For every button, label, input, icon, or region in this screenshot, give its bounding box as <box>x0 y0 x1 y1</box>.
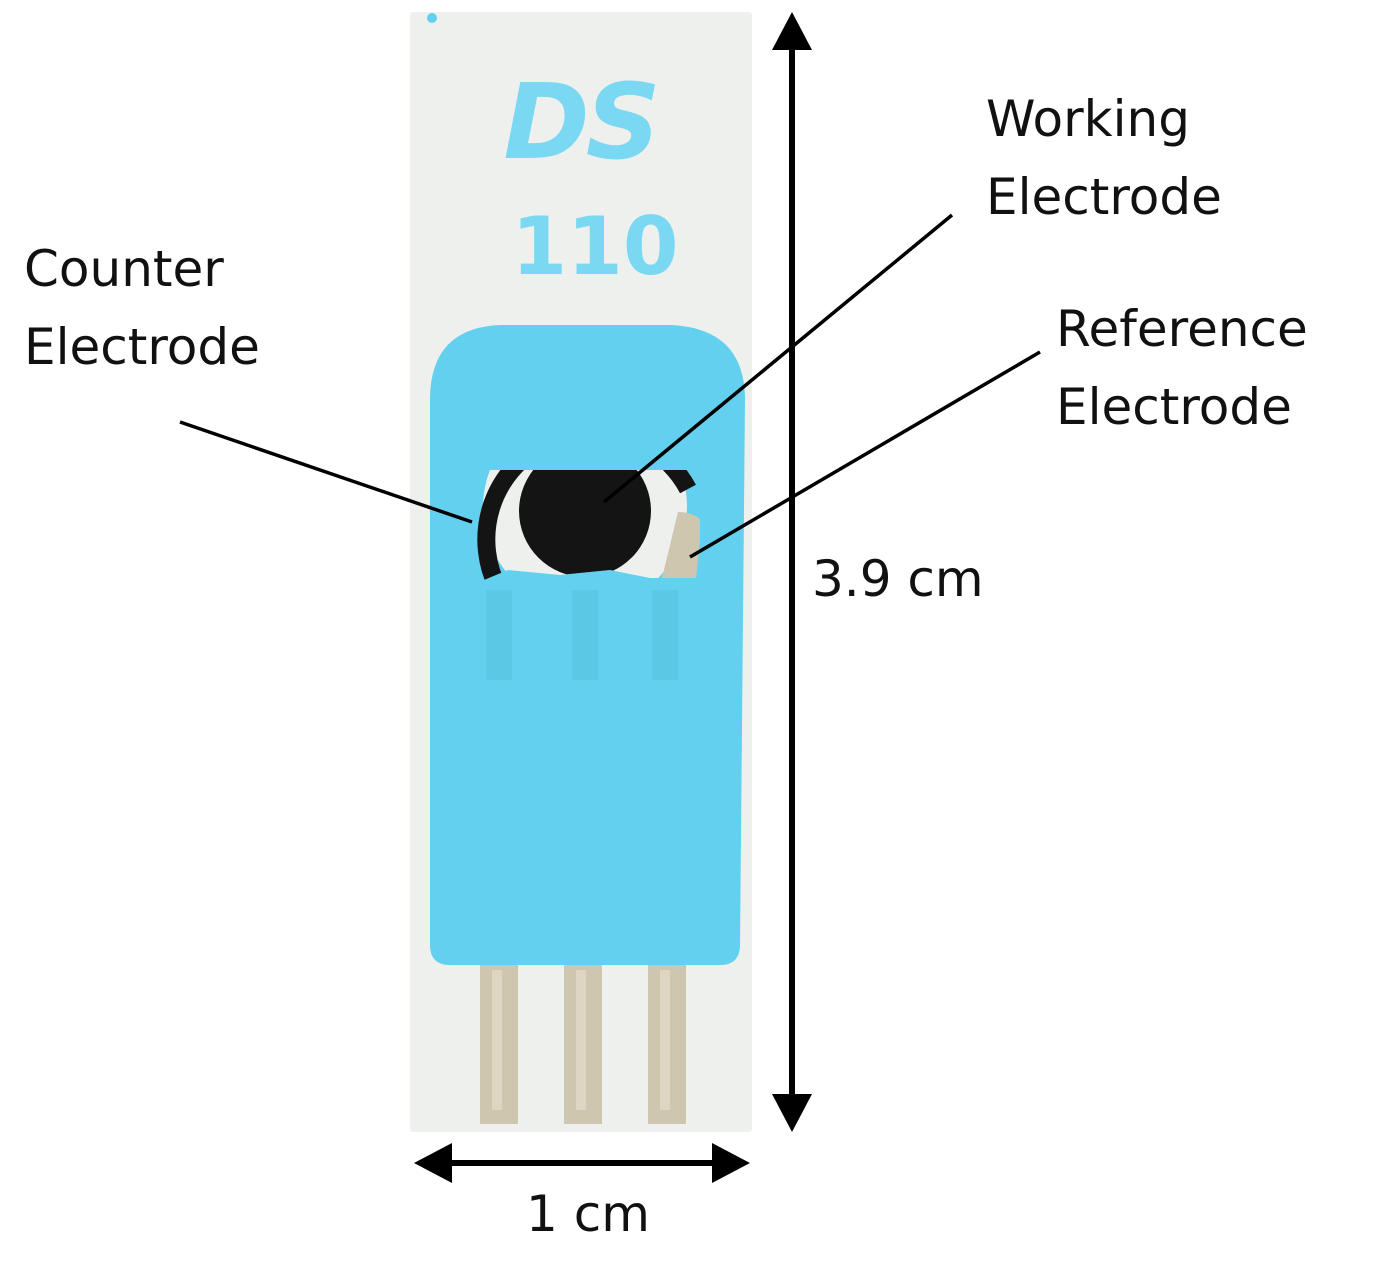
working-electrode <box>519 470 651 577</box>
reference-label-line1: Reference <box>1056 300 1308 358</box>
substrate-speck <box>427 13 437 23</box>
reference-electrode <box>662 512 700 578</box>
arrowhead-up <box>772 12 812 50</box>
width-dimension-label: 1 cm <box>526 1185 650 1243</box>
reference-electrode-label: Reference Electrode <box>1056 290 1308 446</box>
trace-shadow <box>486 590 512 680</box>
working-label-line1: Working <box>986 90 1190 148</box>
counter-label-line1: Counter <box>24 240 224 298</box>
trace-shadow <box>572 590 598 680</box>
height-dimension-label: 3.9 cm <box>812 550 984 608</box>
counter-electrode-label: Counter Electrode <box>24 230 260 386</box>
working-electrode-label: Working Electrode <box>986 80 1222 236</box>
reference-electrode-leader <box>689 350 1041 559</box>
trace-shadow <box>652 590 678 680</box>
strip-logo: DS <box>503 61 656 183</box>
arrowhead-down <box>772 1094 812 1132</box>
arrowhead-left <box>414 1143 452 1183</box>
contact-pad-sheen <box>660 970 670 1110</box>
reference-label-line2: Electrode <box>1056 378 1292 436</box>
counter-electrode-leader <box>179 420 473 524</box>
counter-label-line2: Electrode <box>24 318 260 376</box>
contact-pad-sheen <box>576 970 586 1110</box>
counter-electrode <box>477 470 696 590</box>
strip-model-number: 110 <box>512 200 679 293</box>
contact-pad-sheen <box>492 970 502 1110</box>
arrowhead-right <box>712 1143 750 1183</box>
working-electrode-leader <box>602 213 954 504</box>
electrode-window <box>460 470 700 590</box>
working-label-line2: Electrode <box>986 168 1222 226</box>
